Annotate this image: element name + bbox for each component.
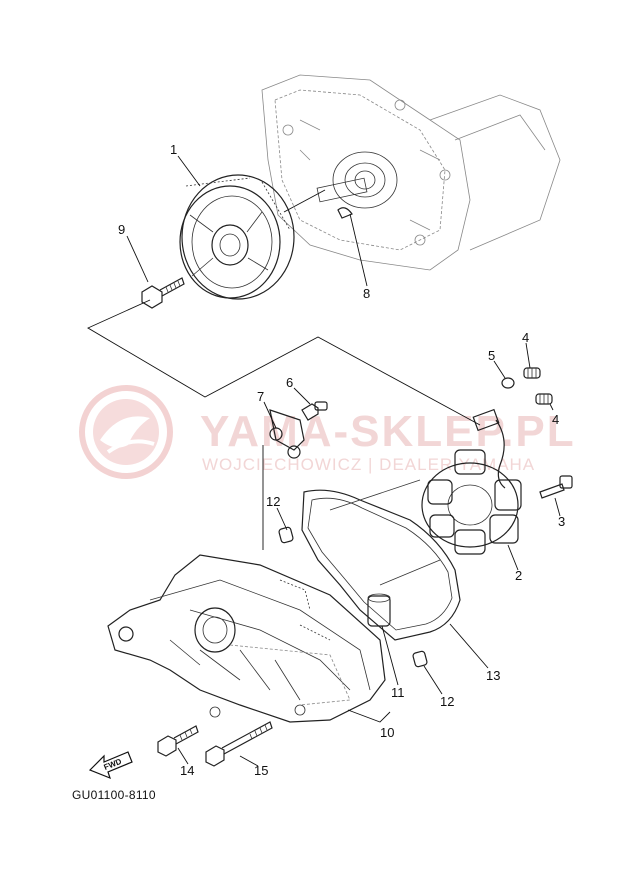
engine-case <box>261 74 561 271</box>
callout-1: 1 <box>170 142 177 157</box>
callout-4a: 4 <box>522 330 529 345</box>
callout-14: 14 <box>180 763 194 778</box>
gasket-inner <box>307 497 453 631</box>
holder-bolt <box>301 401 328 421</box>
watermark: YAMA-SKLEP.PL WOJCIECHOWICZ | DEALER YAM… <box>79 385 576 479</box>
woodruff-key <box>337 207 353 219</box>
callout-11: 11 <box>391 685 405 700</box>
collar <box>367 593 391 627</box>
stator-coil <box>421 449 522 555</box>
diagram-code: GU01100-8110 <box>72 788 156 802</box>
dowel-pin-lower <box>412 650 428 668</box>
lead-holder <box>269 409 305 459</box>
callout-7: 7 <box>257 389 264 404</box>
callout-15: 15 <box>254 763 268 778</box>
stator-screw-upper <box>523 367 541 379</box>
crankcase-cover <box>107 554 386 723</box>
watermark-name: YAMA-SKLEP.PL <box>200 407 576 456</box>
fwd-arrow-icon: FWD <box>88 751 133 780</box>
flywheel-bolt <box>141 277 185 309</box>
reference-lines <box>87 189 481 586</box>
grommet <box>501 377 515 389</box>
callout-8: 8 <box>363 286 370 301</box>
callout-4b: 4 <box>552 412 559 427</box>
callout-9: 9 <box>118 222 125 237</box>
gasket <box>301 489 461 641</box>
watermark-logo <box>79 385 173 479</box>
stator-bolt <box>539 475 573 499</box>
callout-2: 2 <box>515 568 522 583</box>
callouts: 1 2 3 4 4 5 6 7 8 9 10 11 12 12 13 14 15 <box>118 142 565 778</box>
callout-6: 6 <box>286 375 293 390</box>
callout-5: 5 <box>488 348 495 363</box>
dowel-pin-upper <box>278 526 294 544</box>
callout-12a: 12 <box>266 494 280 509</box>
stator-screw-lower <box>535 393 553 405</box>
callout-12b: 12 <box>440 694 454 709</box>
callout-10: 10 <box>380 725 394 740</box>
leader-lines <box>126 155 561 767</box>
callout-3: 3 <box>558 514 565 529</box>
watermark-subtitle: WOJCIECHOWICZ | DEALER YAMAHA <box>202 455 535 474</box>
callout-13: 13 <box>486 668 500 683</box>
flywheel <box>179 174 295 300</box>
cover-bolt-long <box>205 721 273 767</box>
cover-bolt-short <box>157 725 199 757</box>
stator-lead <box>472 408 506 489</box>
